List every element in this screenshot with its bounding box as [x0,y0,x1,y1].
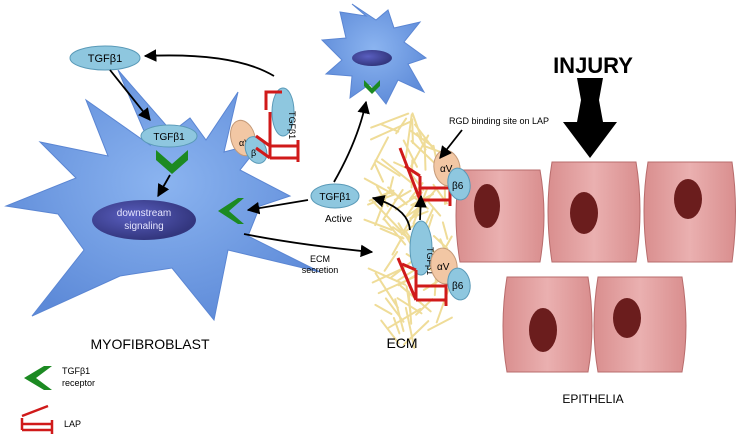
ecm-fibers [365,113,452,348]
rgd-site-label: RGD binding site on LAP [449,116,549,126]
active-label: Active [325,214,353,225]
tgfb1-molecule-free: TGFβ1 [70,46,140,70]
ecm-fiber [385,252,398,271]
legend: TGFβ1 receptor LAP [22,366,95,434]
alpha-v-label: αV [437,262,450,273]
fibroblast-cell-top [322,4,426,104]
epithelial-cell [548,162,640,262]
epithelia-cells [456,162,736,372]
beta6-label: β6 [452,281,464,292]
ecm-fiber [394,318,400,333]
tgfb1-label: TGFβ1 [153,132,185,143]
downstream-label: downstream [117,208,171,219]
legend-receptor-label: receptor [62,378,95,388]
ecm-fiber [375,164,383,182]
tgfb1-vertical-label: TGFβ1 [287,111,297,139]
ecm-secretion-label: ECM [310,254,330,264]
injury-label: INJURY [553,53,633,78]
ecm-secretion-label: secretion [302,265,339,275]
ecm-fiber [365,220,392,230]
arrow-lower-to-upper [420,196,421,220]
arrow-active-to-top-cell [334,102,366,182]
legend-receptor-icon [24,366,52,390]
epithelial-cell [594,277,686,372]
beta6-label: β6 [452,181,464,192]
downstream-label: signaling [124,221,163,232]
legend-receptor-label: TGFβ1 [62,366,90,376]
epithelial-cell [503,277,592,372]
ecm-fiber [376,273,398,308]
legend-lap-icon [22,406,52,434]
nucleus-top-cell [352,50,392,66]
ecm-fiber [375,305,391,314]
myofibroblast-label: MYOFIBROBLAST [90,336,209,352]
epithelial-cell [644,162,736,262]
ecm-fiber [396,119,406,134]
epithelia-label: EPITHELIA [562,392,623,406]
ecm-label: ECM [386,335,417,351]
tgfb1-molecule-bound: TGFβ1 [141,125,197,147]
ecm-fiber [371,137,388,169]
arrow-tgf-to-receptor [110,70,150,120]
legend-lap-label: LAP [64,419,81,429]
ecm-fiber [443,222,448,238]
ecm-fiber [428,318,452,330]
injury-arrow-icon [563,78,617,158]
tgfb1-label: TGFβ1 [319,192,351,203]
tgfb1-molecule-active: TGFβ1 [311,184,359,208]
arrow-top-return [145,55,274,76]
beta-label: β [251,148,256,158]
tgfb1-label: TGFβ1 [88,53,122,65]
downstream-signaling-node: downstream signaling [92,200,196,240]
